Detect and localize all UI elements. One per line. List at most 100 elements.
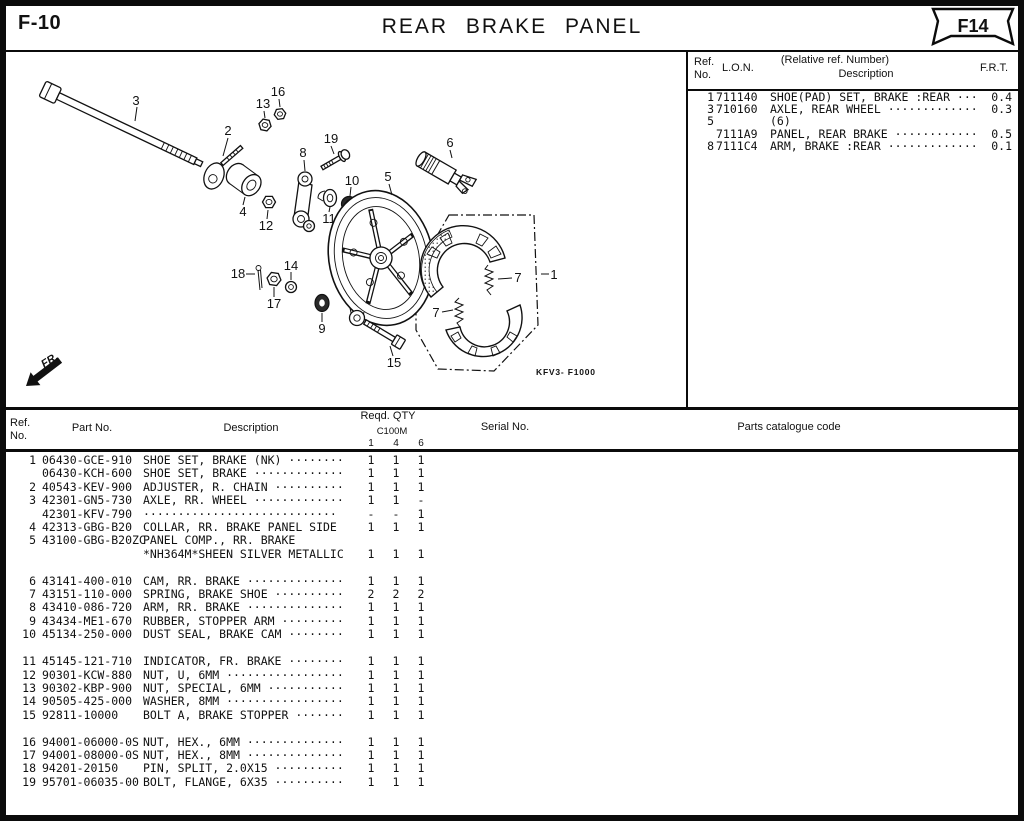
reftable-col-desc-note: (Relative ref. Number) xyxy=(780,54,890,66)
callout-9: 9 xyxy=(318,321,325,336)
callout-11: 11 xyxy=(322,211,336,226)
parts-row-spacer xyxy=(0,561,1024,574)
partstable-qty-col-1: 1 xyxy=(368,438,374,449)
part-nut-17 xyxy=(266,271,282,287)
callout-1: 1 xyxy=(550,267,557,282)
section-tab-code: F14 xyxy=(957,16,988,36)
reftable-col-lon: L.O.N. xyxy=(722,62,754,74)
part-brake-cam xyxy=(415,151,478,195)
partstable-col-desc: Description xyxy=(223,422,279,434)
partstable-col-part: Part No. xyxy=(71,422,113,434)
exploded-diagram: 3 2 4 xyxy=(26,81,596,386)
diagram-reftable-divider xyxy=(686,50,688,408)
part-brake-arm xyxy=(292,171,316,233)
part-indicator xyxy=(317,188,338,208)
front-direction-label: FR. xyxy=(39,351,60,371)
callout-18: 18 xyxy=(231,266,245,281)
part-shoe-spring-right xyxy=(483,264,495,296)
callout-5: 5 xyxy=(384,169,391,184)
part-chain-adjuster xyxy=(203,144,244,190)
callout-2: 2 xyxy=(224,123,231,138)
partstable-qty-col-4: 4 xyxy=(393,438,399,449)
callout-8: 8 xyxy=(299,145,306,160)
callout-14: 14 xyxy=(284,258,298,273)
partstable-col-catalog: Parts catalogue code xyxy=(737,421,841,433)
callout-17: 17 xyxy=(267,296,281,311)
callout-15: 15 xyxy=(387,355,401,370)
part-stopper-bolt xyxy=(362,318,406,350)
callout-7-left: 7 xyxy=(432,305,439,320)
part-brake-panel xyxy=(327,189,435,327)
part-shoe-spring-left xyxy=(453,297,465,328)
partstable-qty-col-6: 6 xyxy=(418,438,424,449)
reftable-col-ref: Ref. xyxy=(694,56,715,68)
part-collar xyxy=(225,162,262,197)
callout-7-right: 7 xyxy=(514,270,521,285)
part-nut-13 xyxy=(258,118,272,132)
part-nut-16 xyxy=(273,107,287,121)
table-top-divider xyxy=(0,407,1024,410)
part-nut-12 xyxy=(261,195,277,209)
part-brake-shoe-lower xyxy=(445,304,523,358)
partstable-header-rule xyxy=(0,449,1024,452)
partstable-qty-group: Reqd. QTY xyxy=(360,410,416,422)
callout-10: 10 xyxy=(345,173,359,188)
callout-6: 6 xyxy=(446,135,453,150)
ref-table-row: 5(6) xyxy=(707,114,791,129)
page-title: REAR BRAKE PANEL xyxy=(381,15,643,38)
part-rear-axle xyxy=(39,81,204,168)
section-tab: F14 xyxy=(931,7,1015,47)
reftable-header-rule xyxy=(686,89,1024,91)
reftable-col-frt: F.R.T. xyxy=(980,62,1009,74)
parts-table-row: 42301-KFV-790···························… xyxy=(42,506,425,521)
part-flange-bolt xyxy=(320,149,351,171)
partstable-col-ref2: No. xyxy=(10,430,28,442)
page-code: F-10 xyxy=(18,12,62,34)
part-split-pin xyxy=(255,265,263,291)
callout-3: 3 xyxy=(132,93,139,108)
reftable-col-desc: Description xyxy=(838,68,894,80)
partstable-col-ref: Ref. xyxy=(10,417,31,429)
part-washer-14 xyxy=(284,280,298,294)
shoe-set-boundary xyxy=(415,214,539,372)
callout-4: 4 xyxy=(239,204,246,219)
reftable-col-ref2: No. xyxy=(694,69,712,81)
callout-16: 16 xyxy=(271,84,285,99)
callout-13: 13 xyxy=(256,96,270,111)
figure-code: KFV3- F1000 xyxy=(536,367,596,377)
parts-row-spacer xyxy=(0,722,1024,735)
section-tab-shape xyxy=(931,7,1015,47)
partstable-col-serial: Serial No. xyxy=(480,421,530,433)
part-brake-shoe-upper xyxy=(419,225,506,298)
part-stopper-rubber xyxy=(314,293,330,313)
parts-row-spacer xyxy=(0,642,1024,655)
callout-12: 12 xyxy=(259,218,273,233)
